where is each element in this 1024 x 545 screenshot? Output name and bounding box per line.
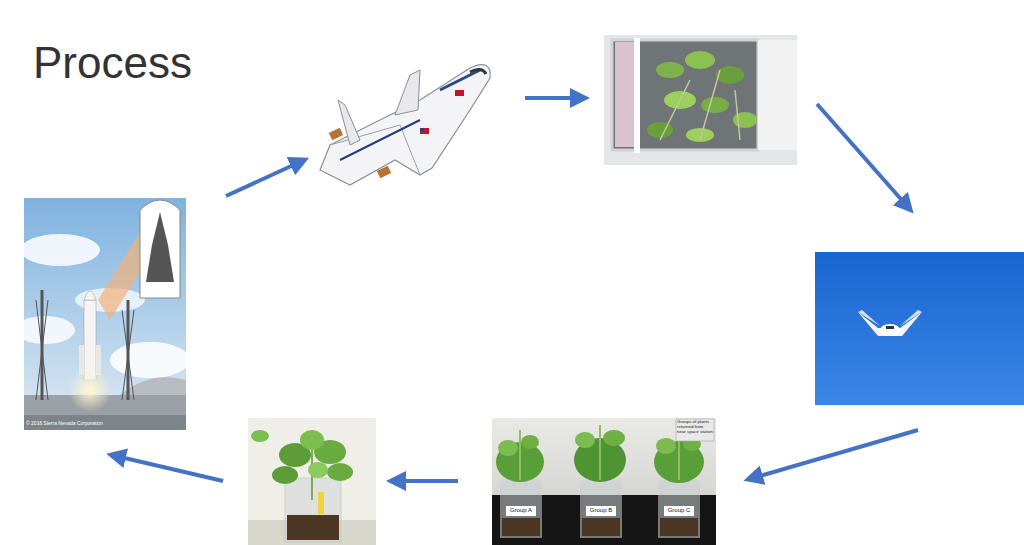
copyright-watermark: © 2016 Sierra Nevada Corporation <box>26 421 103 427</box>
plant-groups-image <box>492 418 716 545</box>
landing-image <box>815 252 1024 405</box>
diagram-title: Process <box>33 38 192 88</box>
plant-chamber-image <box>604 35 797 165</box>
spaceplane-image <box>320 65 490 185</box>
photo-note: Groups of plants returned from near spac… <box>677 420 713 435</box>
group-tag: Group B <box>586 507 616 514</box>
group-tag: Group A <box>506 507 536 514</box>
group-tag: Group C <box>664 507 694 514</box>
cycle-arrows <box>116 98 918 481</box>
single-plant-image <box>248 418 376 545</box>
launch-image <box>15 198 190 430</box>
